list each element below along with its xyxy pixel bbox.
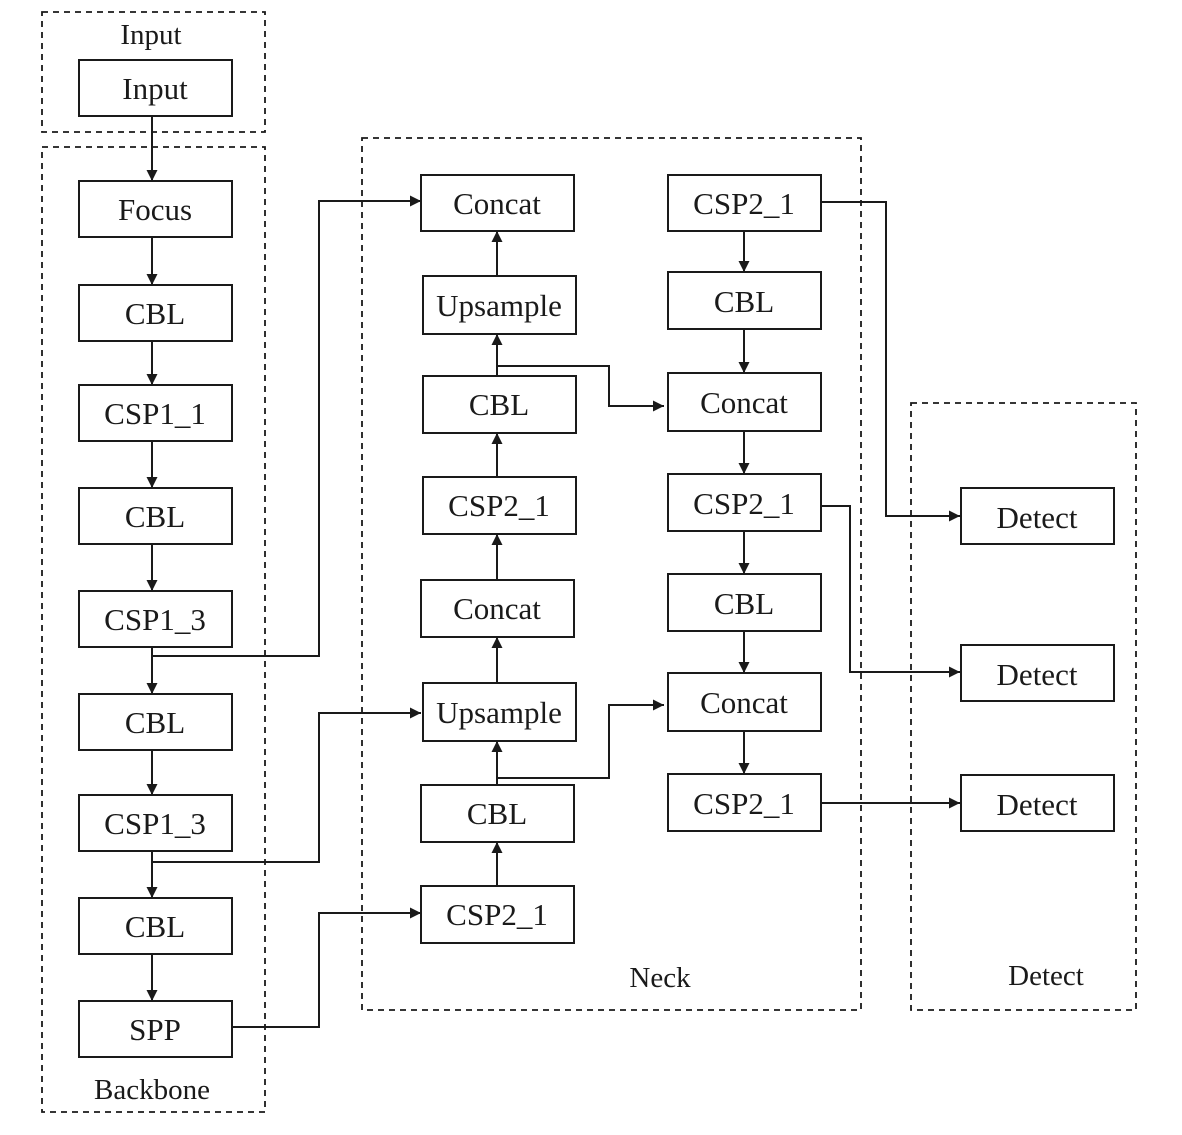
cbl-node — [667, 271, 822, 330]
csp2-1-node-label: CSP2_1 — [693, 486, 795, 521]
concat-node-label: Concat — [700, 385, 788, 420]
concat-node — [420, 579, 575, 638]
input-region — [41, 11, 266, 133]
csp2-1-node-label: CSP2_1 — [693, 786, 795, 821]
csp1-3-node — [78, 794, 233, 852]
cbl-node-label: CBL — [125, 705, 185, 740]
connectors — [146, 116, 960, 1028]
detect-node — [960, 487, 1115, 545]
csp2-1-node — [667, 473, 822, 532]
upsample-node-label: Upsample — [436, 288, 562, 323]
csp2-1-node — [667, 174, 822, 232]
detect-node-label: Detect — [997, 787, 1078, 822]
detect-region — [910, 402, 1137, 1011]
neck-region — [361, 137, 862, 1011]
concat-node — [667, 372, 822, 432]
concat-node-label: Concat — [453, 186, 541, 221]
detect-region-label: Detect — [1008, 960, 1084, 992]
cbl-node — [78, 897, 233, 955]
cbl-node — [78, 284, 233, 342]
csp1-3-node — [78, 590, 233, 648]
cbl-node-label: CBL — [125, 499, 185, 534]
cbl-node — [422, 375, 577, 434]
arrow-cbl-to-right-concat-upper — [497, 365, 664, 412]
cbl-node-label: CBL — [467, 796, 527, 831]
neck-up-nodes: Concat Upsample CBL CSP2_1 Concat Upsamp… — [420, 174, 577, 944]
upsample-node-label: Upsample — [436, 695, 562, 730]
cbl-node — [667, 573, 822, 632]
csp1-3-node-label: CSP1_3 — [104, 602, 206, 637]
cbl-node-label: CBL — [714, 586, 774, 621]
detect-node-label: Detect — [997, 500, 1078, 535]
backbone-region-label: Backbone — [94, 1074, 210, 1106]
concat-node — [420, 174, 575, 232]
csp1-1-node-label: CSP1_1 — [104, 396, 206, 431]
backbone-region — [41, 146, 266, 1113]
arrow-cbl-to-right-concat-lower — [497, 699, 664, 779]
concat-node-label: Concat — [700, 685, 788, 720]
csp2-1-node — [420, 885, 575, 944]
cbl-node-label: CBL — [469, 387, 529, 422]
cbl-node-label: CBL — [125, 296, 185, 331]
spp-node-label: SPP — [129, 1012, 181, 1047]
arrow-to-detect-1 — [821, 201, 960, 522]
detect-nodes: Detect Detect Detect — [960, 487, 1115, 832]
cbl-node-label: CBL — [714, 284, 774, 319]
upsample-node — [422, 275, 577, 335]
cbl-node — [78, 693, 233, 751]
cbl-node-label: CBL — [125, 909, 185, 944]
spp-node — [78, 1000, 233, 1058]
concat-node-label: Concat — [453, 591, 541, 626]
concat-node — [667, 672, 822, 732]
arrow-spp-to-csp2-1 — [232, 907, 421, 1028]
detect-node-label: Detect — [997, 657, 1078, 692]
neck-region-label: Neck — [629, 962, 691, 994]
input-node — [78, 59, 233, 117]
cbl-node — [420, 784, 575, 843]
focus-node — [78, 180, 233, 238]
neck-down-nodes: CSP2_1 CBL Concat CSP2_1 CBL Concat CSP2… — [667, 174, 822, 832]
csp2-1-node — [422, 476, 577, 535]
focus-node-label: Focus — [118, 192, 192, 227]
upsample-node — [422, 682, 577, 742]
backbone-nodes: Input Focus CBL CSP1_1 CBL CSP1_3 CBL CS… — [78, 59, 233, 1058]
arrow-csp1-3-to-top-concat — [152, 195, 421, 657]
csp2-1-node-label: CSP2_1 — [446, 897, 548, 932]
detect-node — [960, 644, 1115, 702]
arrow-to-detect-2 — [821, 505, 960, 678]
csp2-1-node-label: CSP2_1 — [448, 488, 550, 523]
detect-node — [960, 774, 1115, 832]
csp1-3-node-label: CSP1_3 — [104, 806, 206, 841]
csp2-1-node-label: CSP2_1 — [693, 186, 795, 221]
input-region-label: Input — [120, 19, 181, 51]
csp2-1-node — [667, 773, 822, 832]
csp1-1-node — [78, 384, 233, 442]
input-node-label: Input — [122, 71, 188, 106]
cbl-node — [78, 487, 233, 545]
region-frames — [41, 11, 1137, 1113]
arrow-csp1-3-to-upsample — [152, 707, 421, 863]
